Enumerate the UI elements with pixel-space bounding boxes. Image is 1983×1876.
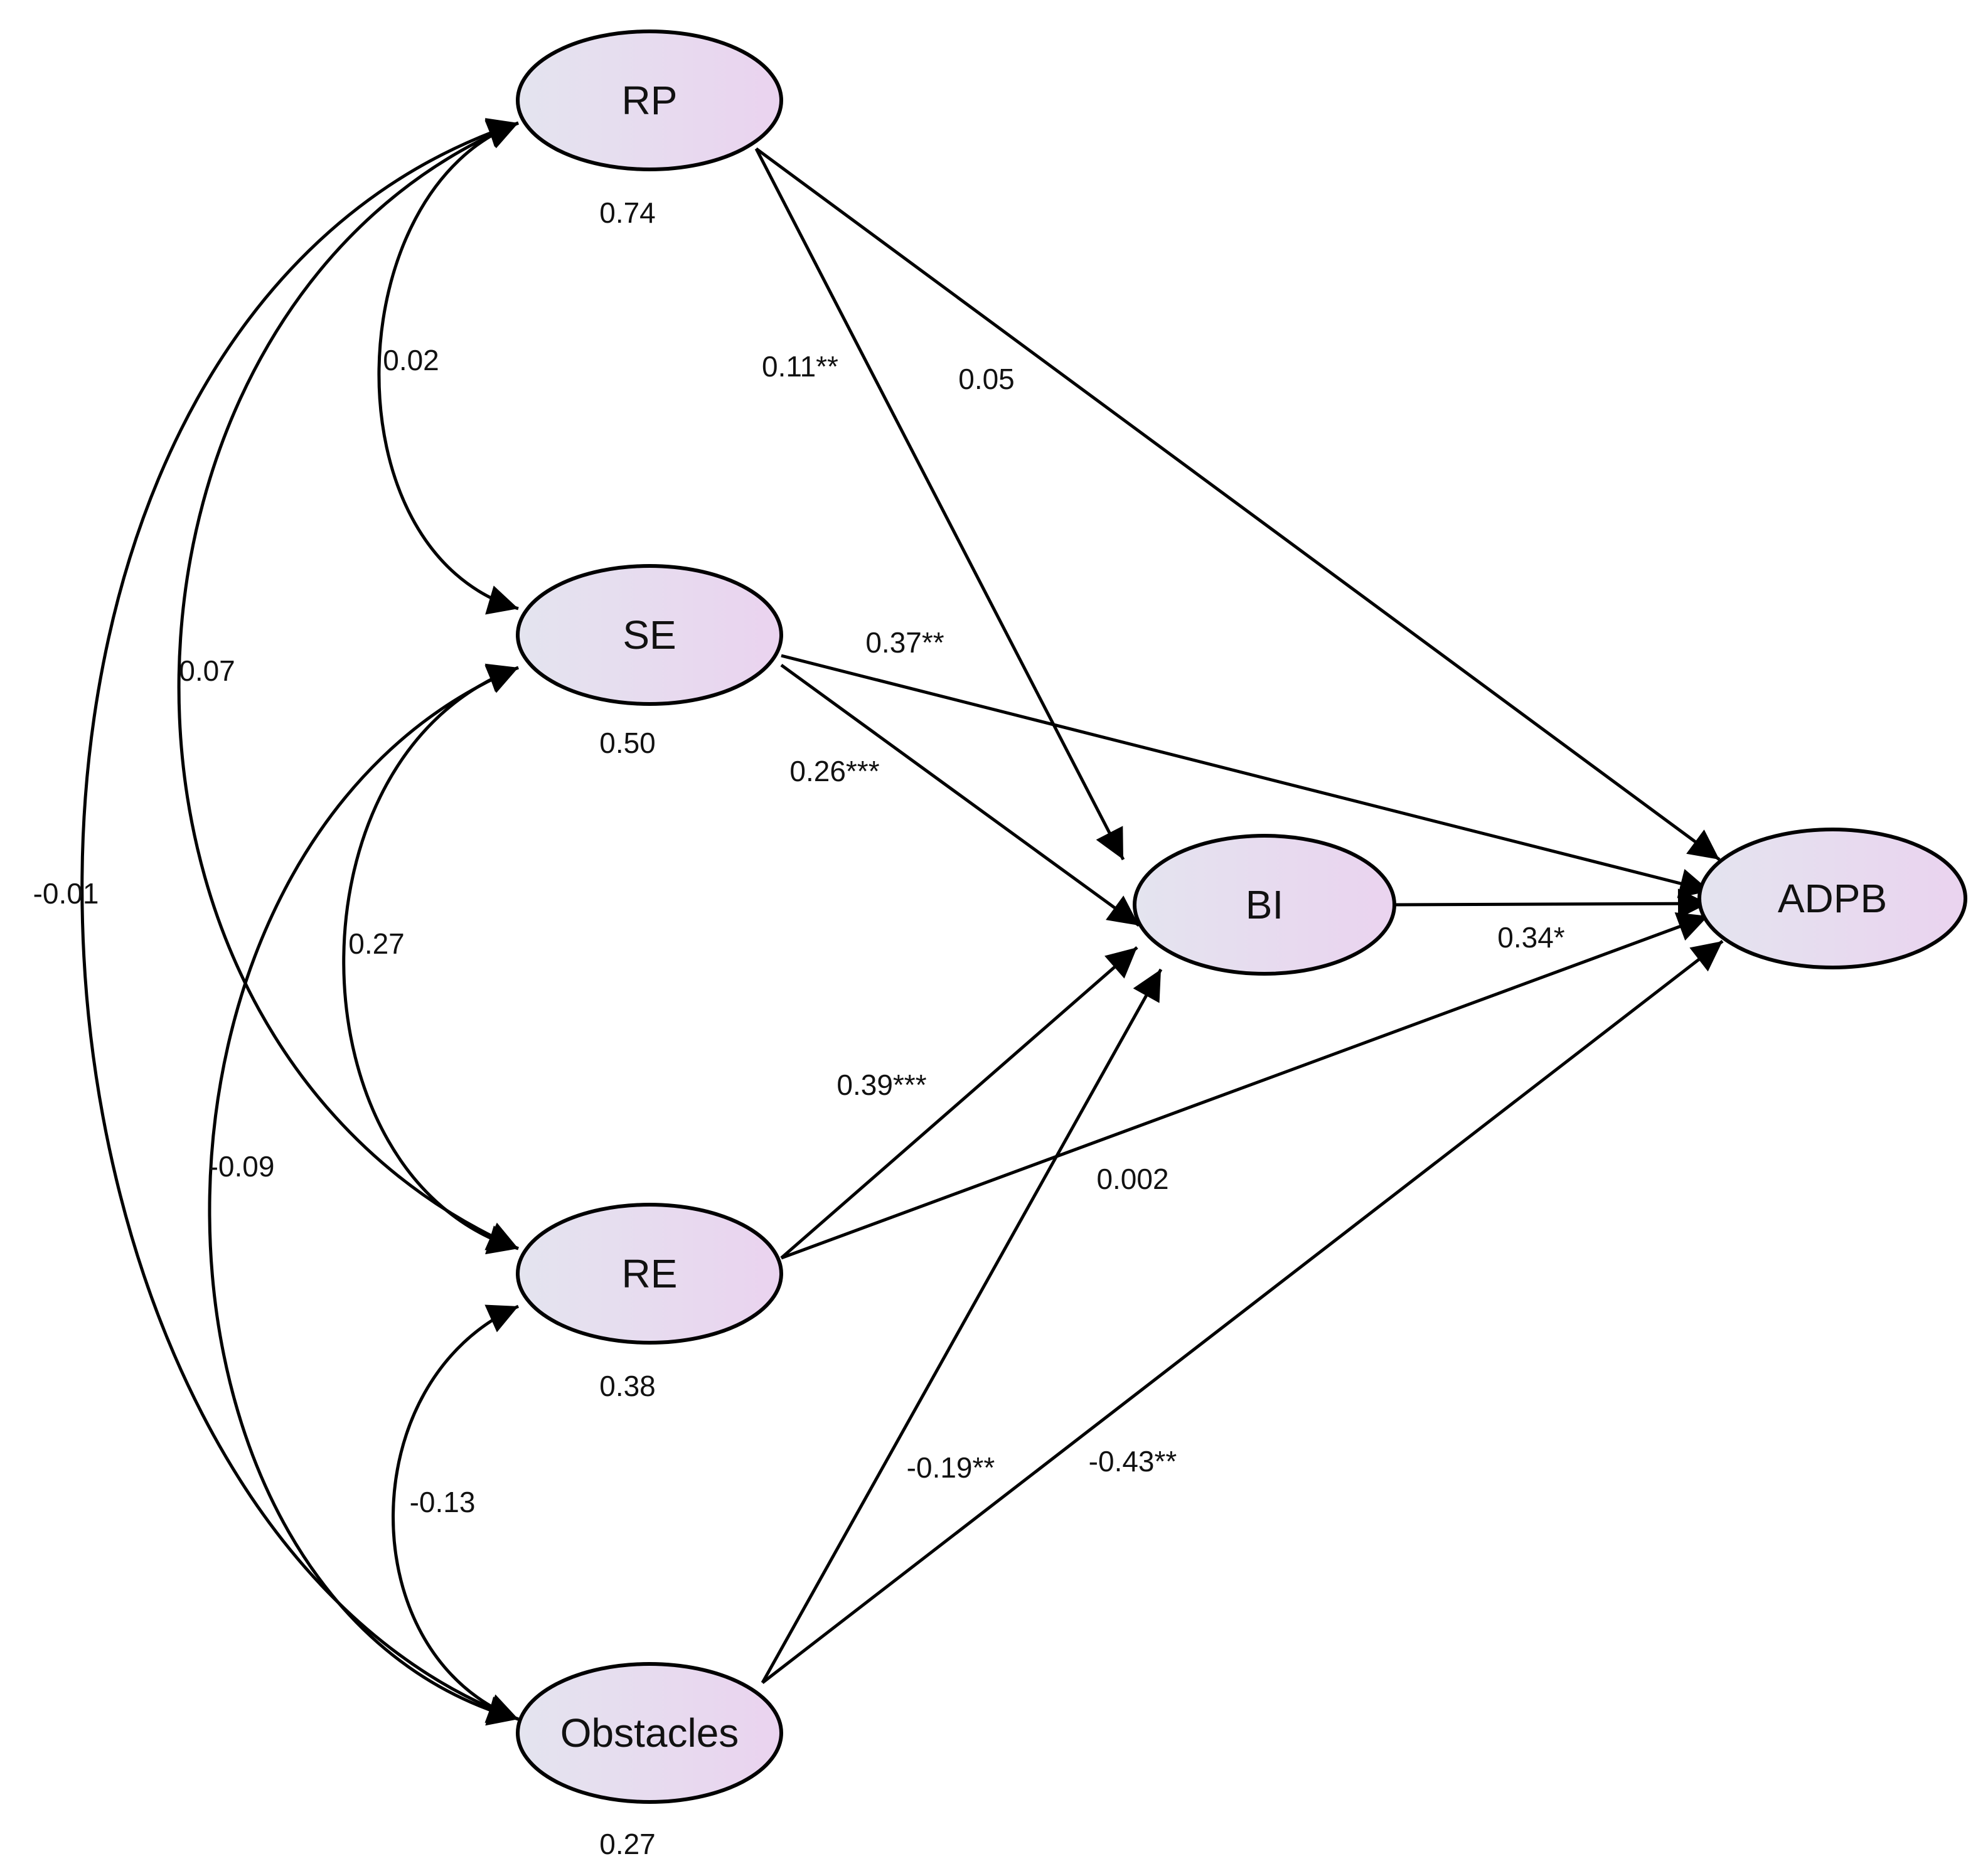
node-rp-ellipse: [516, 29, 783, 171]
node-obstacles-label: Obstacles: [560, 1710, 739, 1756]
node-obstacles-ellipse: [516, 1662, 783, 1804]
node-adpb-ellipse: [1697, 828, 1967, 969]
label-cov-rp-se: 0.02: [383, 344, 439, 376]
node-se: SE: [516, 564, 783, 706]
path-re-adpb: [781, 912, 1709, 1260]
path-obstacles-adpb: [761, 940, 1724, 1684]
node-re: RE: [516, 1203, 783, 1345]
label-cov-re-obstacles: -0.13: [410, 1486, 476, 1518]
variance-re: 0.38: [599, 1370, 656, 1402]
label-cov-se-re: 0.27: [348, 927, 405, 960]
label-obstacles-adpb: -0.43**: [1089, 1445, 1177, 1478]
path-re-bi: [780, 946, 1138, 1259]
node-rp-label: RP: [622, 78, 678, 123]
node-bi-label: BI: [1246, 882, 1283, 927]
path-rp-bi: [754, 147, 1125, 861]
covariance-rp-obstacles: [80, 118, 519, 1723]
label-rp-adpb: 0.05: [958, 363, 1015, 395]
covariance-rp-se: [377, 119, 519, 615]
variance-se: 0.50: [599, 727, 656, 759]
label-bi-adpb: 0.34*: [1497, 921, 1565, 954]
label-cov-rp-obstacles: -0.01: [33, 877, 99, 910]
node-adpb: ADPB: [1697, 828, 1967, 969]
node-adpb-label: ADPB: [1778, 876, 1887, 921]
label-cov-rp-re: 0.07: [179, 654, 235, 687]
node-se-label: SE: [623, 612, 676, 658]
covariance-se-re: [342, 663, 519, 1255]
path-bi-adpb: [1394, 888, 1709, 919]
path-obstacles-bi: [761, 968, 1163, 1684]
node-bi-ellipse: [1133, 834, 1396, 976]
label-obstacles-bi: -0.19**: [907, 1451, 995, 1484]
node-rp: RP: [516, 29, 783, 171]
covariance-se-obstacles: [208, 665, 519, 1726]
label-cov-se-obstacles: -0.09: [209, 1150, 275, 1183]
node-bi: BI: [1133, 834, 1396, 976]
label-rp-bi: 0.11**: [762, 350, 838, 383]
covariance-rp-re: [177, 120, 520, 1250]
variance-rp: 0.74: [599, 196, 656, 229]
path-se-bi: [780, 663, 1140, 927]
node-se-ellipse: [516, 564, 783, 706]
node-re-ellipse: [516, 1203, 783, 1345]
variance-obstacles: 0.27: [599, 1828, 656, 1860]
node-re-label: RE: [622, 1251, 678, 1296]
path-se-adpb: [781, 654, 1711, 898]
path-rp-adpb: [755, 147, 1721, 861]
node-obstacles: Obstacles: [516, 1662, 783, 1804]
label-re-adpb: 0.002: [1096, 1163, 1168, 1195]
label-re-bi: 0.39***: [836, 1069, 926, 1101]
covariance-re-obstacles: [392, 1304, 520, 1723]
label-se-adpb: 0.37**: [865, 626, 944, 659]
label-se-bi: 0.26***: [789, 755, 879, 787]
